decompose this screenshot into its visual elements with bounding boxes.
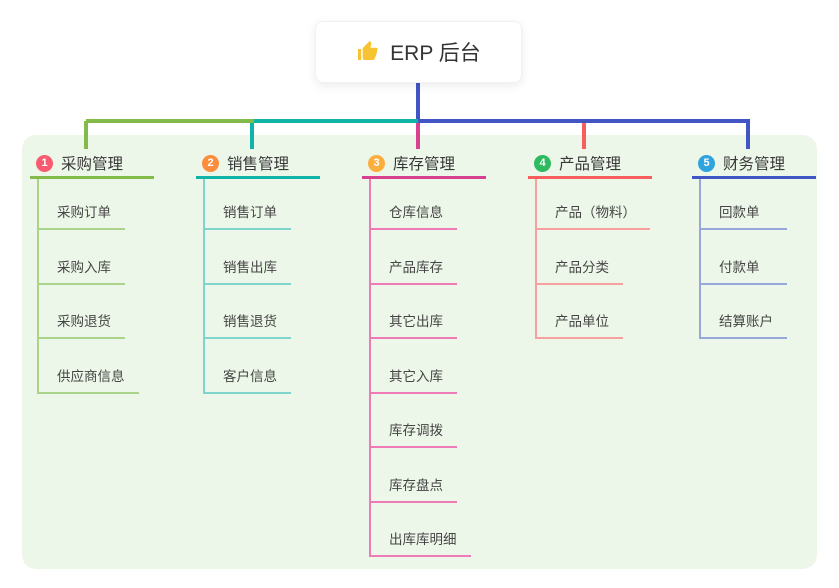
branch-node: 4 产品管理 产品（物料） 产品分类产品单位 — [528, 150, 652, 339]
branch-number-badge: 2 — [202, 154, 219, 172]
connector-horizontal-left — [86, 119, 254, 123]
branch-children: 仓库信息产品库存其它出库其它入库库存调拨库存盘点出库库明细 — [369, 179, 471, 557]
branch-node: 1 采购管理 采购订单采购入库采购退货供应商信息 — [30, 150, 154, 394]
connector-horizontal-middle — [254, 119, 418, 123]
branch-label: 销售管理 — [227, 156, 290, 173]
child-label: 库存调拨 — [389, 423, 443, 438]
branch-children: 产品（物料） 产品分类产品单位 — [535, 179, 650, 339]
child-label: 出库库明细 — [389, 532, 457, 547]
branches-panel — [22, 135, 817, 569]
child-node[interactable]: 其它出库 — [371, 285, 457, 339]
child-label: 采购订单 — [57, 205, 111, 220]
branch-label: 财务管理 — [723, 156, 786, 173]
connector-drop-2 — [250, 121, 254, 149]
child-label: 产品单位 — [555, 314, 609, 329]
connector-horizontal-right — [418, 119, 750, 123]
child-node[interactable]: 采购订单 — [39, 179, 125, 230]
branch-header[interactable]: 4 产品管理 — [528, 150, 652, 179]
child-node[interactable]: 仓库信息 — [371, 179, 457, 230]
branch-header[interactable]: 5 财务管理 — [692, 150, 816, 179]
child-label: 其它出库 — [389, 314, 443, 329]
child-label: 供应商信息 — [57, 368, 125, 384]
branch-label: 库存管理 — [393, 156, 456, 173]
child-label: 仓库信息 — [389, 205, 443, 220]
child-label: 产品（物料） — [555, 205, 636, 220]
child-node[interactable]: 其它入库 — [371, 339, 457, 394]
branch-children: 采购订单采购入库采购退货供应商信息 — [37, 179, 139, 394]
child-node[interactable]: 销售退货 — [205, 285, 291, 339]
child-label: 回款单 — [719, 205, 760, 220]
connector-drop-3 — [416, 121, 420, 149]
connector-drop-4 — [582, 121, 586, 149]
child-label: 销售订单 — [223, 205, 277, 220]
branch-node: 2 销售管理 销售订单销售出库销售退货客户信息 — [196, 150, 320, 394]
child-label: 付款单 — [719, 259, 760, 275]
branch-number-badge: 1 — [36, 154, 53, 172]
thumbs-up-icon — [356, 40, 380, 64]
child-node[interactable]: 销售订单 — [205, 179, 291, 230]
branch-label: 采购管理 — [61, 156, 124, 173]
child-node[interactable]: 供应商信息 — [39, 339, 139, 394]
branch-header[interactable]: 2 销售管理 — [196, 150, 320, 179]
branch-number-badge: 3 — [368, 154, 385, 172]
branch-number-badge: 5 — [698, 154, 715, 172]
child-label: 采购退货 — [57, 314, 111, 329]
root-node[interactable]: ERP 后台 — [315, 21, 522, 83]
child-node[interactable]: 客户信息 — [205, 339, 291, 394]
child-node[interactable]: 产品单位 — [537, 285, 623, 339]
child-node[interactable]: 库存调拨 — [371, 394, 457, 448]
child-node[interactable]: 付款单 — [701, 230, 787, 285]
branch-children: 回款单付款单结算账户 — [699, 179, 787, 339]
connector-drop-5 — [746, 121, 750, 149]
child-label: 销售退货 — [223, 314, 277, 329]
child-node[interactable]: 销售出库 — [205, 230, 291, 285]
child-label: 采购入库 — [57, 259, 111, 275]
child-node[interactable]: 产品库存 — [371, 230, 457, 285]
branch-label: 产品管理 — [559, 156, 622, 173]
connector-drop-1 — [84, 121, 88, 149]
child-node[interactable]: 采购退货 — [39, 285, 125, 339]
child-label: 销售出库 — [223, 259, 277, 275]
child-node[interactable]: 结算账户 — [701, 285, 787, 339]
child-node[interactable]: 产品分类 — [537, 230, 623, 285]
branch-children: 销售订单销售出库销售退货客户信息 — [203, 179, 291, 394]
child-label: 产品分类 — [555, 259, 609, 275]
child-label: 库存盘点 — [389, 477, 443, 493]
root-label: ERP 后台 — [390, 42, 481, 65]
child-label: 产品库存 — [389, 259, 443, 275]
child-node[interactable]: 库存盘点 — [371, 448, 457, 503]
child-label: 结算账户 — [719, 314, 773, 329]
child-label: 其它入库 — [389, 368, 443, 384]
child-node[interactable]: 出库库明细 — [371, 503, 471, 557]
connector-root-stem — [416, 82, 420, 121]
branch-number-badge: 4 — [534, 154, 551, 172]
child-node[interactable]: 产品（物料） — [537, 179, 650, 230]
child-node[interactable]: 采购入库 — [39, 230, 125, 285]
child-node[interactable]: 回款单 — [701, 179, 787, 230]
branch-node: 5 财务管理 回款单付款单结算账户 — [692, 150, 816, 339]
branch-node: 3 库存管理 仓库信息产品库存其它出库其它入库库存调拨库存盘点出库库明细 — [362, 150, 486, 557]
child-label: 客户信息 — [223, 368, 277, 384]
branch-header[interactable]: 1 采购管理 — [30, 150, 154, 179]
branch-header[interactable]: 3 库存管理 — [362, 150, 486, 179]
